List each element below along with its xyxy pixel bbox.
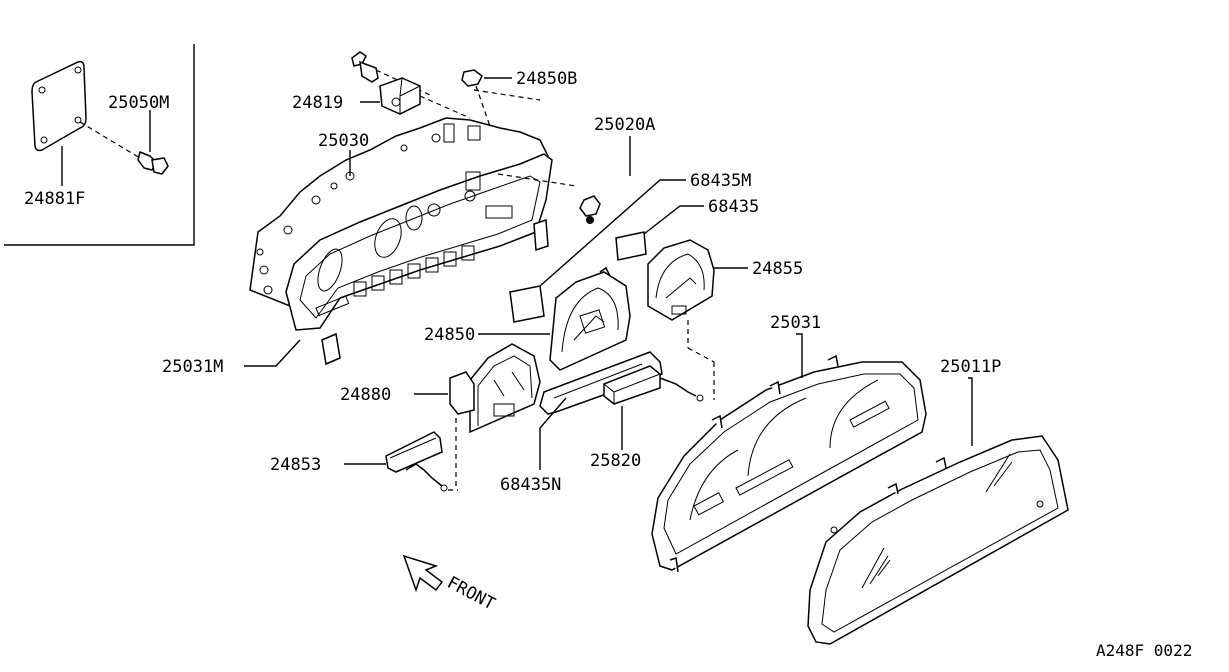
label-24850B: 24850B [516, 69, 577, 89]
label-24855: 24855 [752, 259, 803, 279]
top-fasteners: 24850B 24819 [292, 51, 577, 133]
harness-24853: 24853 [270, 431, 458, 492]
housing-assembly: 25030 25031M [162, 117, 553, 377]
label-68435M: 68435M [690, 171, 751, 191]
label-25031: 25031 [770, 313, 821, 333]
label-24850: 24850 [424, 325, 475, 345]
label-68435: 68435 [708, 197, 759, 217]
label-24880: 24880 [340, 385, 391, 405]
part-24850B-clip [461, 69, 483, 87]
housing-25031M [285, 153, 553, 331]
lens-25011P: 25011P [807, 357, 1069, 645]
label-25030: 25030 [318, 131, 369, 151]
front-arrow-icon [402, 554, 444, 593]
label-25820: 25820 [590, 451, 641, 471]
indicator-window-row [353, 245, 475, 297]
inset-box: 25050M 24881F [4, 44, 195, 246]
figure-code: A248F 0022 [1096, 641, 1192, 660]
label-25050M: 25050M [108, 93, 169, 113]
label-24853: 24853 [270, 455, 321, 475]
tachometer-24855: 24855 [647, 239, 803, 400]
label-25011P: 25011P [940, 357, 1001, 377]
gauge-24880: 24880 [340, 343, 541, 490]
pads-68435: 68435M 68435 [509, 171, 759, 323]
speedometer-24850: 24850 [424, 266, 631, 371]
bulb-socket-25020A: 25020A [497, 115, 655, 224]
label-25031M: 25031M [162, 357, 223, 377]
screw-25050M [79, 110, 169, 175]
label-24881F: 24881F [24, 189, 85, 209]
label-25020A: 25020A [594, 115, 655, 135]
front-arrow: FRONT [402, 554, 499, 615]
label-24819: 24819 [292, 93, 343, 113]
bezel-25031: 25031 [651, 313, 927, 573]
pad-68435 [615, 231, 647, 261]
pad-68435M [509, 285, 545, 323]
cover-plate-24881F [31, 60, 87, 152]
strip-and-unit: 68435N 25820 [500, 351, 704, 495]
front-label: FRONT [444, 573, 499, 615]
label-68435N: 68435N [500, 475, 561, 495]
